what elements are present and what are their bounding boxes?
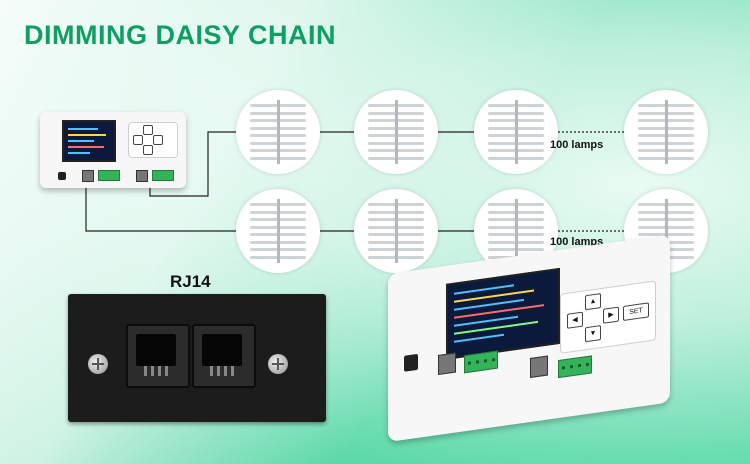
lamp-fixture-icon [624,90,708,174]
controller-device-small [40,112,186,188]
lamp-count-row1: 100 lamps [550,139,604,151]
terminal-block-small-2 [152,170,174,181]
terminal-block-1 [464,350,498,374]
page-title: DIMMING DAISY CHAIN [24,20,337,50]
rj14-label: RJ14 [170,272,211,291]
rj14-port-icon [192,324,256,388]
rj14-port-icon [126,324,190,388]
arrow-right-key[interactable]: ▶ [603,306,619,324]
arrow-left-key[interactable] [133,135,143,145]
controller-screen-small [62,120,116,162]
lamp-fixture-icon [354,90,438,174]
lamp-fixture-icon [236,189,320,273]
lamp-fixture-icon [474,90,558,174]
lamp-fixture-icon [236,90,320,174]
screw-icon [88,354,108,374]
terminal-block-2 [558,355,592,379]
dc-power-port [404,353,418,372]
arrow-down-key[interactable] [143,145,153,155]
controller-keypad-small [128,122,178,158]
rj14-port-small-1 [82,170,94,182]
wire-row2-in [85,181,236,232]
set-button[interactable]: SET [623,302,649,321]
controller-keypad-large: ▲ ◀ ▶ ▼ SET [560,280,656,354]
arrow-down-key[interactable]: ▼ [585,325,601,343]
arrow-left-key[interactable]: ◀ [567,311,583,329]
rj14-port-2 [530,355,548,379]
rj14-port-1 [438,352,456,375]
lamp-fixture-icon [354,189,438,273]
arrow-right-key[interactable] [153,135,163,145]
wire-row1-in [149,131,236,197]
arrow-up-key[interactable] [143,125,153,135]
screw-icon [268,354,288,374]
arrow-up-key[interactable]: ▲ [585,293,601,311]
dc-power-port-small [58,172,66,180]
terminal-block-small-1 [98,170,120,181]
controller-screen-large [446,267,560,360]
rj14-panel [68,294,326,422]
rj14-port-small-2 [136,170,148,182]
